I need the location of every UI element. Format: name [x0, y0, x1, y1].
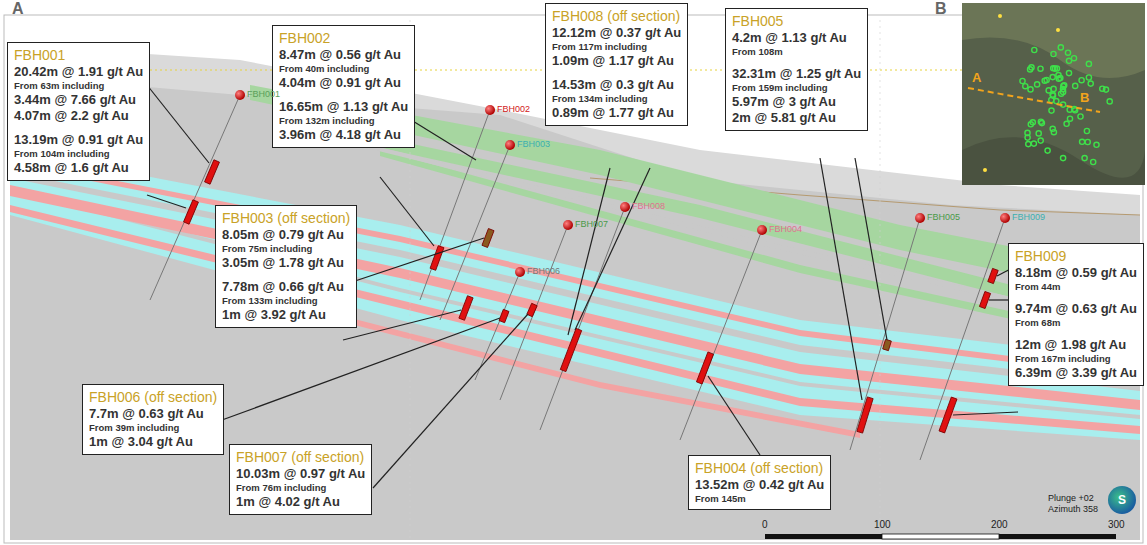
hole-heading: FBH001 [14, 46, 143, 64]
intercept-note: From 159m including [732, 82, 861, 94]
intercept-text: 7.7m @ 0.63 g/t Au [89, 406, 217, 422]
scale-value: 0 [762, 519, 768, 530]
hole-heading: FBH004 (off section) [695, 459, 824, 477]
intercept-text: 12m @ 1.98 g/t Au [1015, 337, 1137, 353]
collar-label: FBH003 [517, 139, 550, 149]
intercept-text: 4.04m @ 0.91 g/t Au [279, 75, 408, 91]
intercept-note: From 134m including [552, 93, 681, 105]
intercept-text: 8.18m @ 0.59 g/t Au [1015, 265, 1137, 281]
intercept-callout: FBH004 (off section)13.52m @ 0.42 g/t Au… [688, 455, 831, 510]
intercept-text: 3.96m @ 4.18 g/t Au [279, 127, 408, 143]
intercept-callout: FBH0098.18m @ 0.59 g/t AuFrom 44m 9.74m @… [1008, 243, 1144, 386]
intercept-text: 13.52m @ 0.42 g/t Au [695, 477, 824, 493]
intercept-text: 3.05m @ 1.78 g/t Au [222, 255, 350, 271]
intercept-callout: FBH008 (off section)12.12m @ 0.37 g/t Au… [545, 3, 688, 126]
intercept-note: From 39m including [89, 422, 217, 434]
intercept-text: 8.05m @ 0.79 g/t Au [222, 227, 350, 243]
intercept-text: 5.97m @ 3 g/t Au [732, 94, 861, 110]
intercept-text: 9.74m @ 0.63 g/t Au [1015, 301, 1137, 317]
intercept-note: From 132m including [279, 115, 408, 127]
intercept-callout: FBH0028.47m @ 0.56 g/t AuFrom 40m includ… [272, 25, 415, 148]
intercept-text: 20.42m @ 1.91 g/t Au [14, 64, 143, 80]
scale-value: 200 [991, 519, 1008, 530]
collar-label: FBH009 [1012, 212, 1045, 222]
intercept-callout: FBH006 (off section)7.7m @ 0.63 g/t AuFr… [82, 384, 224, 455]
intercept-text: 4.07m @ 2.2 g/t Au [14, 108, 143, 124]
hole-heading: FBH005 [732, 12, 861, 30]
intercept-note: From 76m including [236, 482, 365, 494]
collar-label: FBH008 [632, 201, 665, 211]
inset-section-end: B [1080, 90, 1089, 105]
intercept-text: 8.47m @ 0.56 g/t Au [279, 47, 408, 63]
intercept-text: 4.58m @ 1.6 g/t Au [14, 160, 143, 176]
intercept-note: From 104m including [14, 148, 143, 160]
scale-value: 300 [1108, 519, 1125, 530]
intercept-text: 6.39m @ 3.39 g/t Au [1015, 365, 1137, 381]
intercept-text: 4.2m @ 1.13 g/t Au [732, 30, 861, 46]
intercept-text: 2m @ 5.81 g/t Au [732, 110, 861, 126]
hole-heading: FBH008 (off section) [552, 7, 681, 25]
intercept-text: 16.65m @ 1.13 g/t Au [279, 99, 408, 115]
intercept-note: From 75m including [222, 243, 350, 255]
intercept-text: 14.53m @ 0.3 g/t Au [552, 77, 681, 93]
collar-label: FBH004 [769, 224, 802, 234]
intercept-text: 10.03m @ 0.97 g/t Au [236, 466, 365, 482]
intercept-callout: FBH0054.2m @ 1.13 g/t AuFrom 108m 32.31m … [725, 8, 868, 131]
compass-letter: S [1118, 493, 1126, 507]
intercept-note: From 117m including [552, 41, 681, 53]
scale-bar [765, 534, 1116, 539]
collar-label: FBH001 [247, 89, 280, 99]
intercept-note: From 63m including [14, 80, 143, 92]
hole-heading: FBH006 (off section) [89, 388, 217, 406]
intercept-text: 0.89m @ 1.77 g/t Au [552, 105, 681, 121]
intercept-callout: FBH00120.42m @ 1.91 g/t AuFrom 63m inclu… [7, 42, 150, 181]
intercept-text: 1m @ 3.92 g/t Au [222, 307, 350, 323]
scale-value: 100 [874, 519, 891, 530]
intercept-callout: FBH007 (off section)10.03m @ 0.97 g/t Au… [229, 444, 372, 515]
intercept-text: 13.19m @ 0.91 g/t Au [14, 132, 143, 148]
inset-section-end: A [972, 70, 981, 85]
intercept-note: From 133m including [222, 295, 350, 307]
intercept-callout: FBH003 (off section)8.05m @ 0.79 g/t AuF… [215, 205, 357, 328]
intercept-text: 1m @ 4.02 g/t Au [236, 494, 365, 510]
collar-label: FBH002 [497, 104, 530, 114]
collar-label: FBH006 [527, 266, 560, 276]
intercept-text: 3.44m @ 7.66 g/t Au [14, 92, 143, 108]
section-end: A [12, 0, 24, 18]
view-note: Azimuth 358 [1048, 504, 1098, 514]
section-end: B [935, 0, 947, 18]
hole-heading: FBH009 [1015, 247, 1137, 265]
intercept-note: From 108m [732, 46, 861, 58]
intercept-text: 1m @ 3.04 g/t Au [89, 434, 217, 450]
intercept-note: From 167m including [1015, 353, 1137, 365]
intercept-note: From 145m [695, 493, 824, 505]
collar-label: FBH005 [927, 212, 960, 222]
intercept-note: From 44m [1015, 281, 1137, 293]
intercept-text: 32.31m @ 1.25 g/t Au [732, 66, 861, 82]
hole-heading: FBH007 (off section) [236, 448, 365, 466]
collar-label: FBH007 [575, 219, 608, 229]
intercept-text: 7.78m @ 0.66 g/t Au [222, 279, 350, 295]
intercept-note: From 40m including [279, 63, 408, 75]
intercept-text: 1.09m @ 1.17 g/t Au [552, 53, 681, 69]
hole-heading: FBH002 [279, 29, 408, 47]
intercept-text: 12.12m @ 0.37 g/t Au [552, 25, 681, 41]
hole-heading: FBH003 (off section) [222, 209, 350, 227]
view-note: Plunge +02 [1048, 493, 1094, 503]
intercept-note: From 68m [1015, 317, 1137, 329]
